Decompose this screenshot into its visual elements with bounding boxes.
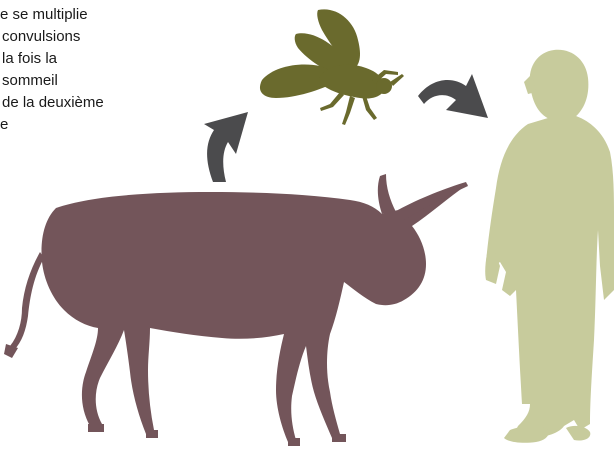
cow-silhouette <box>4 174 468 446</box>
curved-arrow-icon <box>204 112 248 182</box>
curved-arrow-icon <box>418 74 488 118</box>
person-silhouette <box>485 50 614 443</box>
tsetse-fly-icon <box>260 9 404 125</box>
